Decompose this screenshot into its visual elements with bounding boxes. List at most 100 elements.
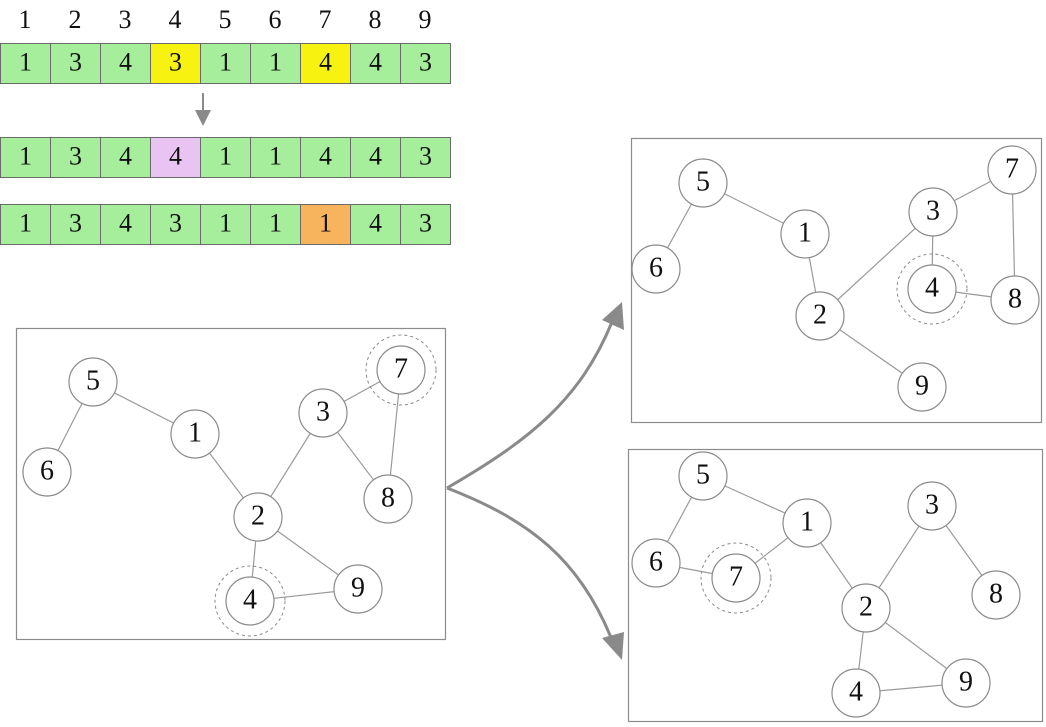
array-cell-value: 3 [419,208,432,237]
array-cell [300,204,351,245]
array-cell [200,204,251,245]
graph-node: 9 [941,658,991,708]
index-label: 9 [419,5,432,34]
node-circle [363,474,413,524]
graph-node: 8 [971,570,1021,620]
array-cell [350,43,401,84]
node-circle [22,447,72,497]
node-label: 4 [243,584,257,615]
graph-node: 3 [907,481,957,531]
graph-node: 3 [298,388,348,438]
array-cell [150,204,201,245]
array-cell-value: 4 [169,141,182,170]
array-cell [350,137,401,178]
node-circle [678,451,728,501]
node-circle [782,498,832,548]
array-cell [100,43,151,84]
array-cell [150,137,201,178]
node-circle [233,492,283,542]
node-circle [941,658,991,708]
array-cell [0,43,51,84]
node-label: 9 [351,572,365,603]
array-cell [400,43,451,84]
graph-node: 9 [897,362,947,412]
node-circle [897,362,947,412]
selected-node-halo [214,565,286,637]
node-label: 5 [86,365,100,396]
node-label: 6 [649,252,663,283]
array-cell-value: 1 [269,47,282,76]
index-label: 3 [119,5,132,34]
array-cell-value: 1 [269,208,282,237]
node-label: 9 [915,370,929,401]
array-cell-value: 1 [269,141,282,170]
node-label: 5 [696,166,710,197]
node-circle [225,576,275,626]
array-cell [0,137,51,178]
selected-node-halo [896,253,968,325]
array-cell-value: 3 [169,208,182,237]
node-label: 3 [925,489,939,520]
index-label: 4 [169,5,182,34]
node-circle [908,187,958,237]
graph-node: 2 [233,492,283,542]
graph-node: 4 [831,668,881,718]
node-label: 6 [649,546,663,577]
arrow-to-bottom-panel [446,486,614,641]
node-circle [333,564,383,614]
graph-node: 1 [782,498,832,548]
node-label: 3 [926,195,940,226]
graph-node: 1 [170,409,220,459]
node-label: 7 [394,353,408,384]
node-circle [795,291,845,341]
graph-node: 3 [908,187,958,237]
node-circle [298,388,348,438]
node-circle [907,264,957,314]
node-label: 4 [849,676,863,707]
index-label: 8 [369,5,382,34]
graph-node: 7 [365,334,437,406]
array-cell [300,137,351,178]
graph-node: 1 [780,209,830,259]
node-circle [631,244,681,294]
node-circle [68,357,118,407]
node-circle [376,345,426,395]
array-cell-value: 4 [119,208,132,237]
index-label: 1 [19,5,32,34]
array-cell-value: 1 [219,208,232,237]
node-circle [780,209,830,259]
array-cell [200,43,251,84]
graph-node: 8 [363,474,413,524]
array-cell-value: 4 [369,47,382,76]
array-cell-value: 1 [19,141,32,170]
selected-node-halo [700,542,772,614]
index-label: 7 [319,5,332,34]
node-circle [711,553,761,603]
array-cell-value: 4 [119,141,132,170]
graph-node: 2 [841,583,891,633]
graph-node: 4 [896,253,968,325]
graph-panel-source: 5 6 12 3 7 8 4 9 [15,327,447,641]
array-cell-value: 3 [419,47,432,76]
graph-node: 5 [678,158,728,208]
graph-node: 6 [22,447,72,497]
node-label: 9 [959,666,973,697]
graph-nodes: 5 6 12 3 7 8 4 9 [22,334,437,637]
array-cell-value: 4 [119,47,132,76]
graph-node: 7 [700,542,772,614]
graph-edge [819,211,934,317]
node-circle [990,275,1040,325]
array-cell-value: 3 [69,141,82,170]
node-circle [971,570,1021,620]
node-label: 8 [381,482,395,513]
graph-node: 9 [333,564,383,614]
array-cell-value: 1 [219,47,232,76]
array-cell [300,43,351,84]
selected-node-halo [365,334,437,406]
